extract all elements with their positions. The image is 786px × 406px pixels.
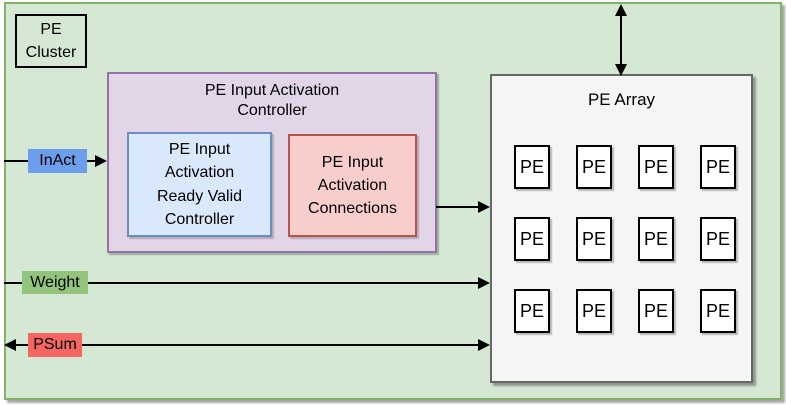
weight-arrow-line: [4, 282, 480, 284]
pe-array-box: PE PE PE PE PE PE PE PE PE PE PE PE: [490, 74, 753, 383]
pe-cell: PE: [576, 289, 612, 333]
controller-to-array-arrow-line: [436, 206, 480, 208]
pe-cell: PE: [638, 289, 674, 333]
input-activation-controller-title: PE Input Activation Controller: [204, 82, 340, 119]
inact-signal-label: InAct: [28, 149, 87, 173]
pe-cell: PE: [514, 145, 550, 189]
weight-signal-label: Weight: [22, 271, 88, 294]
top-link-arrowhead-up-icon: [615, 4, 627, 16]
top-link-arrow-line: [620, 13, 622, 65]
pe-array-row: PE PE PE PE: [514, 289, 736, 333]
pe-cell: PE: [700, 145, 736, 189]
inact-arrowhead-right-icon: [95, 155, 107, 167]
pe-cell: PE: [576, 145, 612, 189]
activation-connections-box: PE Input Activation Connections: [288, 134, 417, 237]
pe-array-row: PE PE PE PE: [514, 217, 736, 261]
pe-cell: PE: [700, 289, 736, 333]
psum-arrow-line: [14, 344, 480, 346]
psum-signal-label: PSum: [28, 333, 82, 357]
top-link-arrowhead-down-icon: [615, 64, 627, 76]
controller-to-array-arrowhead-icon: [478, 201, 490, 213]
pe-cell: PE: [700, 217, 736, 261]
pe-array-title: PE Array: [587, 90, 656, 109]
pe-cell: PE: [514, 217, 550, 261]
psum-arrowhead-left-icon: [4, 339, 16, 351]
pe-cell: PE: [514, 289, 550, 333]
pe-cell: PE: [576, 217, 612, 261]
pe-cell: PE: [638, 217, 674, 261]
weight-arrowhead-right-icon: [478, 277, 490, 289]
pe-cell: PE: [638, 145, 674, 189]
ready-valid-controller-box: PE Input Activation Ready Valid Controll…: [127, 132, 272, 237]
pe-array-row: PE PE PE PE: [514, 145, 736, 189]
pe-cluster-label: PE Cluster: [15, 14, 87, 68]
psum-arrowhead-right-icon: [478, 339, 490, 351]
